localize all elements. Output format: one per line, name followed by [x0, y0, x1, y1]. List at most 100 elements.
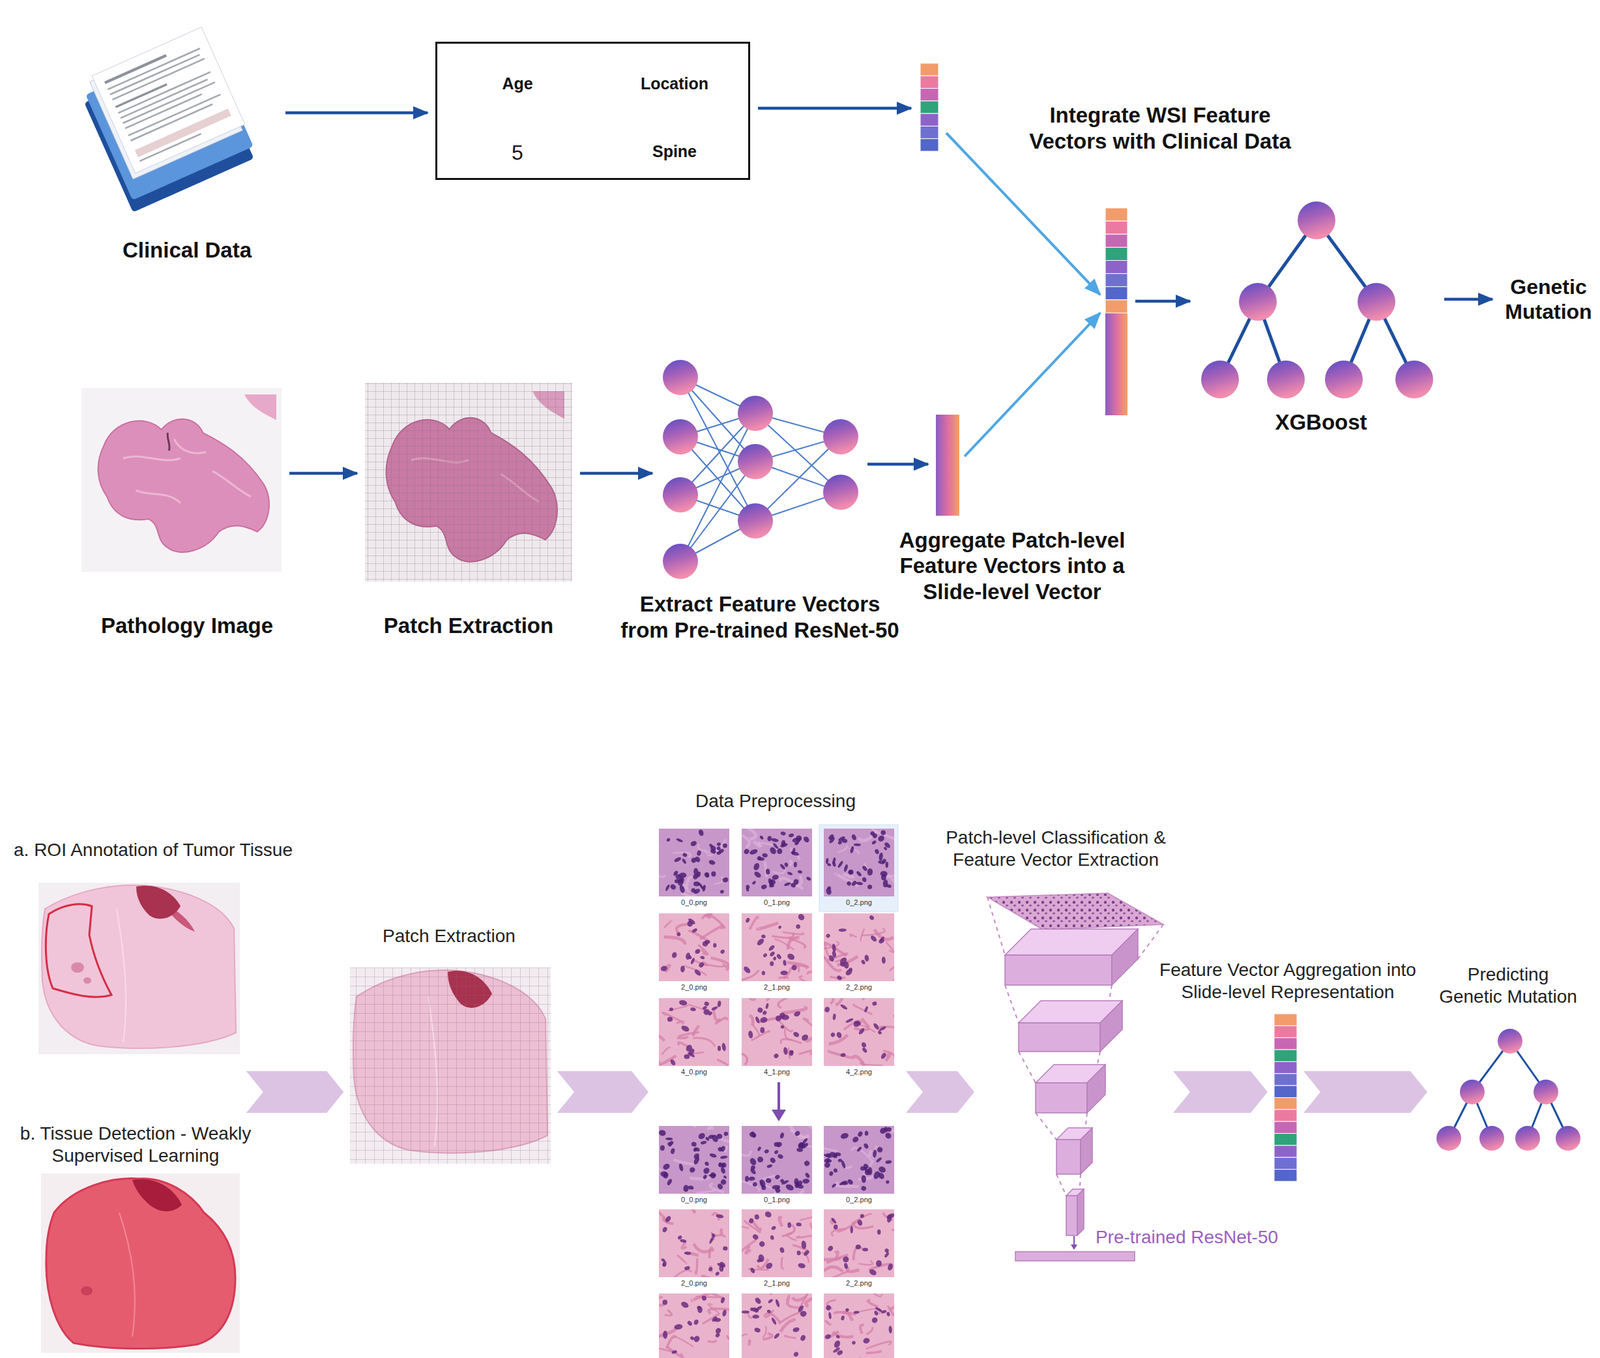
tissue-patch — [789, 1049, 794, 1054]
tissue-patch — [795, 1221, 802, 1227]
feature-vector-cells — [1274, 1061, 1297, 1073]
tissue-patch — [778, 1311, 802, 1324]
arrow-connector — [580, 473, 653, 474]
xgboost-tree-figure — [1201, 201, 1434, 399]
tissue-patch — [839, 1003, 848, 1011]
caption: Patch Extraction — [383, 612, 554, 639]
tissue-patch — [660, 1257, 667, 1262]
tissue-patch — [799, 1049, 813, 1054]
file-name: 2_2.png — [845, 1278, 873, 1288]
tissue-patch — [891, 1218, 895, 1230]
tissue-patch — [674, 1269, 692, 1277]
tissue-patch — [716, 1059, 727, 1065]
tissue-patch — [860, 1174, 867, 1183]
caption: XGBoost — [1274, 409, 1367, 436]
tissue-patch — [666, 1141, 673, 1148]
tissue-patch — [769, 1234, 775, 1240]
resnet-cone — [1056, 1139, 1081, 1174]
feature-vector-cells — [920, 125, 939, 139]
caption: Extract Feature Vectors from Pre-trained… — [616, 591, 904, 643]
resnet-cone — [1035, 1082, 1088, 1113]
roi-slide-image — [38, 882, 240, 1054]
document-icon: Clinical Data — [65, 15, 278, 223]
tissue-patch — [830, 1182, 837, 1189]
tissue-patch — [862, 1142, 870, 1150]
tissue-patch — [779, 1216, 783, 1226]
tissue-patch — [711, 1005, 719, 1011]
tissue-patch — [748, 1217, 755, 1224]
tissue-patch — [877, 1171, 886, 1180]
tissue-patch — [676, 931, 682, 936]
tissue-patch — [692, 887, 701, 895]
tissue-patch — [742, 847, 751, 856]
tissue-patch — [823, 913, 895, 981]
tissue-patch — [695, 1257, 698, 1273]
tissue-patch — [698, 961, 706, 969]
tissue-patch — [722, 1245, 728, 1251]
tissue-patch — [679, 1238, 687, 1243]
tissue-patch — [862, 1162, 870, 1170]
tissue-patch — [688, 1047, 696, 1056]
table-grid-line — [435, 41, 751, 180]
pathology-slide — [81, 387, 282, 572]
tissue-patch — [766, 1163, 773, 1168]
tissue-patch — [860, 928, 865, 941]
tissue-patch — [711, 1232, 717, 1238]
tissue-patch — [792, 1326, 801, 1333]
tree-figure — [1479, 1125, 1505, 1151]
feature-vector-cells — [920, 63, 939, 152]
tissue-patch — [698, 828, 705, 837]
tissue-patch — [868, 1299, 879, 1307]
tissue-patch — [823, 997, 834, 1004]
tissue-patch — [712, 942, 717, 947]
tissue-patch — [692, 1037, 715, 1047]
tissue-patch — [692, 872, 700, 880]
tissue-patch — [683, 1184, 689, 1192]
tissue-patch — [764, 1261, 774, 1270]
resnet-cone — [1073, 1235, 1075, 1245]
patch-grid-image — [364, 382, 573, 582]
patch-grid-image — [349, 967, 551, 1164]
tissue-patch — [894, 978, 895, 981]
tissue-patch — [860, 1213, 865, 1218]
tissue-patch — [752, 1024, 760, 1036]
xgboost-tree-figure — [1357, 282, 1396, 321]
tissue-patch — [714, 1270, 721, 1276]
arrow-line — [1135, 299, 1191, 304]
tissue-patch — [673, 856, 682, 863]
chevron-shape — [1303, 1070, 1428, 1113]
tree-figure — [1436, 1028, 1581, 1151]
neural-network-figure — [737, 503, 773, 539]
tissue-patch — [892, 1125, 895, 1133]
feature-vector-cells — [1274, 1013, 1297, 1181]
tissue-patch — [748, 847, 758, 856]
tissue-patch — [765, 1002, 770, 1009]
tissue-patch — [759, 834, 765, 841]
tissue-patch — [658, 997, 730, 1066]
tissue-patch — [722, 842, 728, 848]
tree-figure — [1555, 1125, 1581, 1151]
tissue-patch — [787, 937, 800, 949]
file-name: 0_2.png — [845, 1195, 873, 1204]
tissue-patch — [747, 828, 757, 839]
roi-slide-image — [71, 961, 85, 973]
xgboost-tree-figure — [1238, 282, 1277, 321]
tissue-patch — [744, 1175, 749, 1182]
tissue-patch — [752, 1180, 758, 1187]
chevron-arrow — [246, 1070, 344, 1113]
feature-vector-cells — [1274, 1025, 1297, 1037]
neural-network-figure — [662, 543, 699, 579]
tissue-patch — [823, 893, 838, 897]
tissue-patch — [664, 920, 672, 928]
tissue-patch — [741, 1125, 813, 1194]
tissue-patch — [863, 1165, 867, 1170]
resnet-cone — [1004, 984, 1019, 1023]
tissue-patch — [825, 857, 829, 864]
chevron-arrow — [557, 1070, 649, 1113]
tissue-patch — [828, 1311, 832, 1320]
tissue-patch — [741, 1180, 760, 1191]
tissue-detection-image — [119, 1212, 135, 1337]
tissue-patch — [823, 828, 895, 897]
xgboost-tree-figure — [1266, 360, 1305, 399]
tissue-patch — [659, 1144, 665, 1151]
